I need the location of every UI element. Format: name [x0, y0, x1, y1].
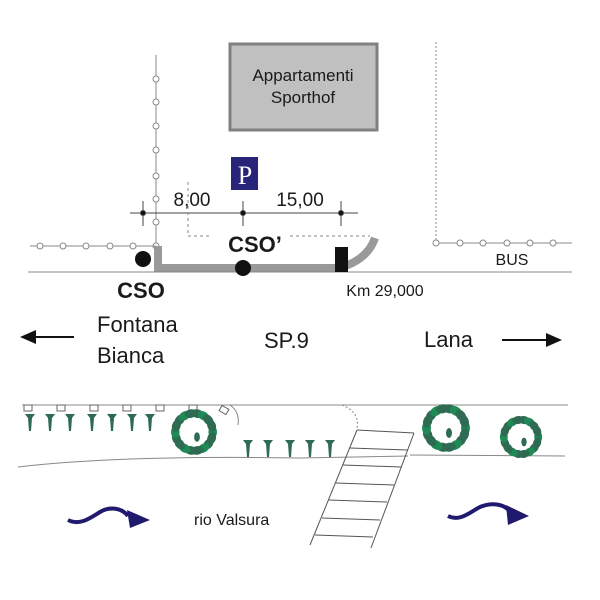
road-label: SP.9: [264, 328, 309, 353]
street-lamp-icon: [65, 414, 75, 431]
lamp-bases: [23, 404, 230, 416]
parking-area-outline: [187, 182, 370, 237]
tree-icon: [422, 404, 470, 452]
street-lamp-icon: [107, 414, 117, 431]
wavy-arrow-right-icon: [447, 502, 529, 525]
curb-arc-dashed: [341, 404, 358, 429]
km-label: Km 29,000: [346, 283, 423, 300]
street-lamp-icon: [243, 440, 253, 457]
building-appartamenti-sporthof: Appartamenti Sporthof: [228, 42, 379, 132]
arrow-right-icon: [502, 333, 562, 347]
vertical-footpath: [152, 55, 160, 250]
street-lamps: [25, 414, 335, 457]
tree-icon: [499, 416, 543, 458]
river-label: rio Valsura: [194, 512, 269, 529]
street-lamp-icon: [263, 440, 273, 457]
street-lamp-icon: [325, 440, 335, 457]
west-label-line2: Bianca: [97, 343, 165, 368]
east-label: Lana: [424, 327, 474, 352]
bus-label: BUS: [496, 252, 529, 269]
street-lamp-icon: [285, 440, 295, 457]
arrow-left-icon: [20, 330, 74, 344]
outlet-block: [335, 247, 348, 272]
street-lamp-icon: [25, 414, 35, 431]
trees: [171, 404, 543, 458]
street-lamp-icon: [145, 414, 155, 431]
street-lamp-icon: [87, 414, 97, 431]
cso-prime-label: CSO’: [228, 232, 282, 257]
footbridge: [309, 429, 415, 549]
sewer-pipe: [154, 246, 338, 272]
dimension-right: 15,00: [276, 190, 324, 211]
parking-sign: P: [231, 157, 258, 190]
wavy-arrow-right-icon: [67, 506, 150, 528]
building-label-line1: Appartamenti: [252, 66, 353, 85]
tree-icon: [171, 409, 217, 455]
street-lamp-icon: [305, 440, 315, 457]
cso-point-icon: [135, 251, 151, 267]
building-label-line2: Sporthof: [271, 88, 336, 107]
west-label-line1: Fontana: [97, 312, 178, 337]
cso-label: CSO: [117, 278, 165, 303]
bank-bottom-line: [17, 455, 409, 468]
curb-arc: [229, 404, 239, 426]
street-lamp-icon: [127, 414, 137, 431]
dimension-left: 8,00: [174, 190, 211, 211]
horizontal-footpath-left: [30, 242, 156, 250]
dimension-line: [130, 201, 358, 226]
sewer-pipe-curve: [343, 236, 379, 270]
parking-symbol: P: [238, 161, 252, 190]
street-lamp-icon: [45, 414, 55, 431]
cso-prime-point-icon: [235, 260, 251, 276]
bank-bottom-line-right: [409, 454, 566, 457]
bus-stop-path: [432, 42, 572, 247]
